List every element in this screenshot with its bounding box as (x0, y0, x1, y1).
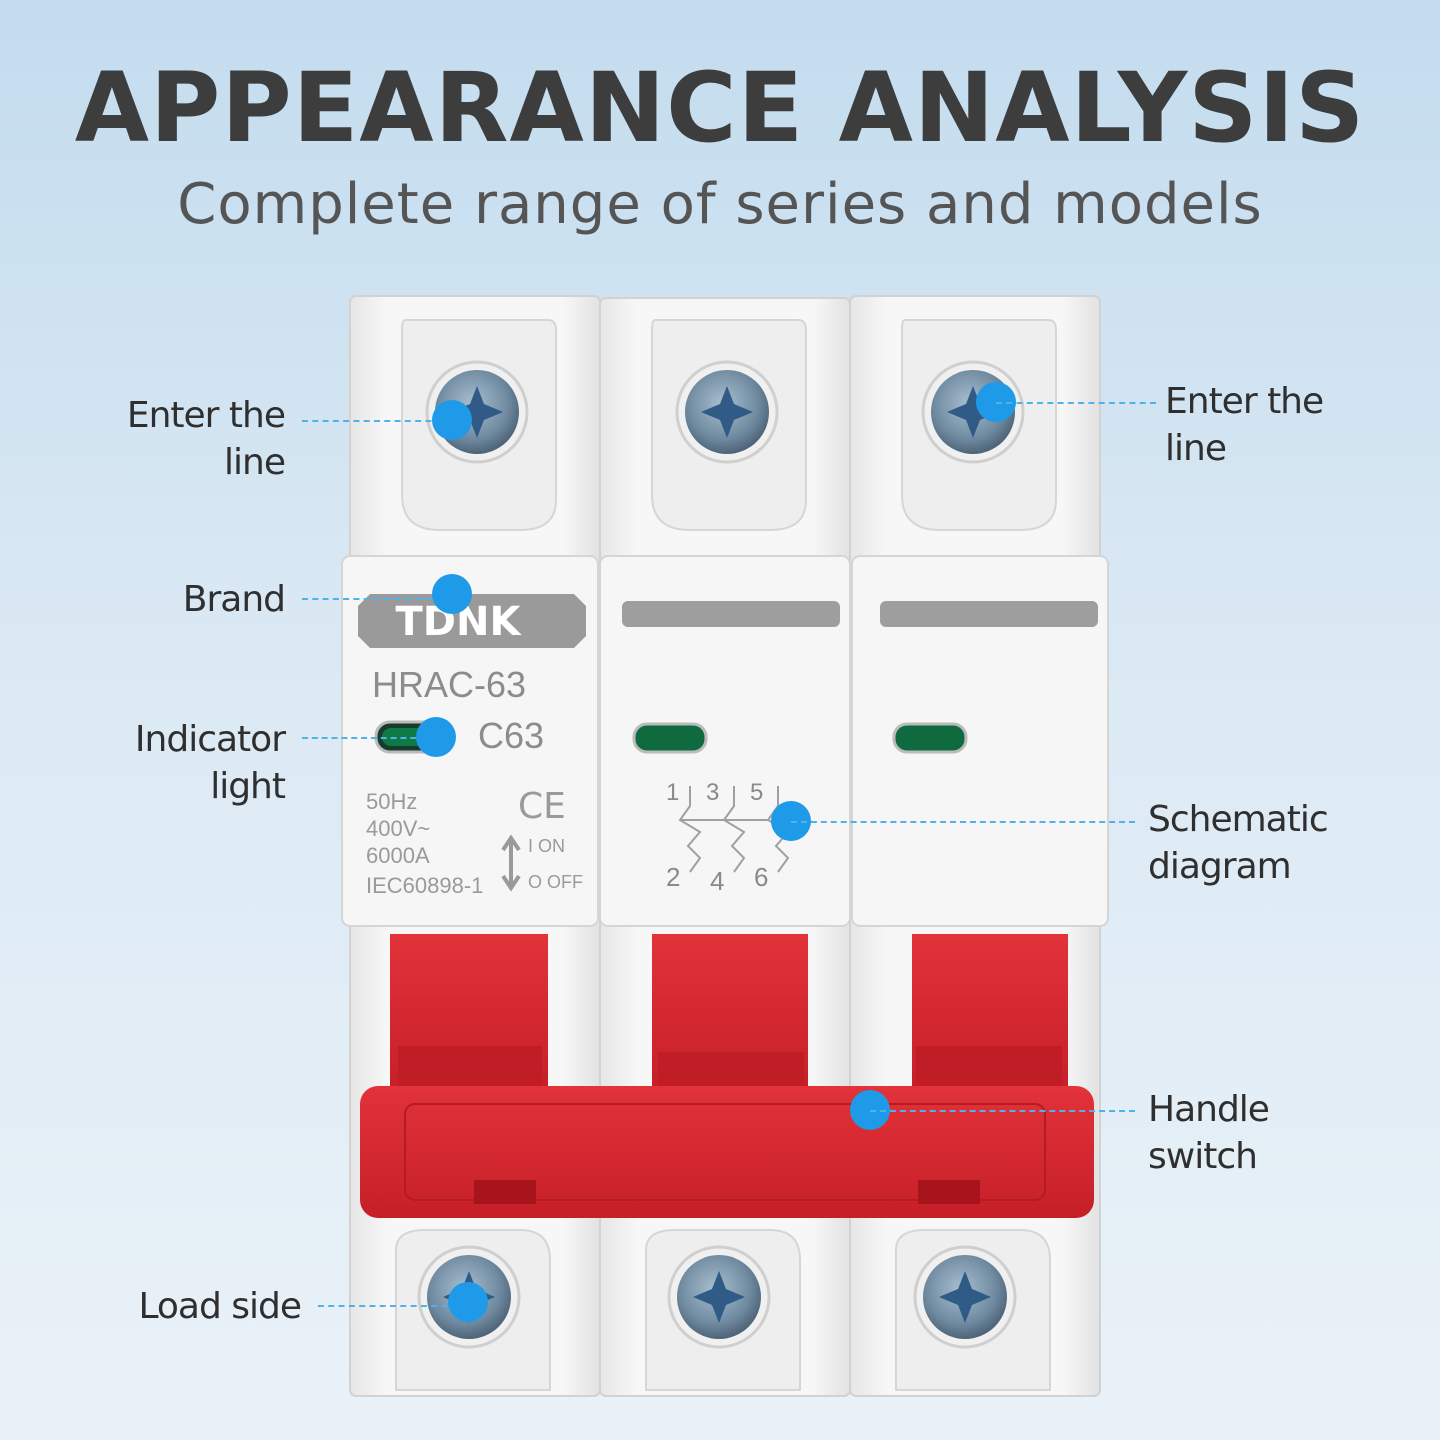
page-subtitle: Complete range of series and models (177, 172, 1263, 237)
callout-load-side: Load side (138, 1286, 302, 1327)
toggle-levers (390, 934, 1068, 1094)
label-bar-2 (622, 601, 840, 627)
svg-text:2: 2 (666, 862, 680, 892)
screw-bottom-3 (913, 1245, 1017, 1349)
marker-dot-enter-left (432, 400, 472, 440)
spec-standard: IEC60898-1 (366, 873, 483, 898)
callout-handle-switch: Handle switch (1148, 1089, 1270, 1177)
leader-line-enter-left (302, 420, 452, 422)
label-bar-3 (880, 601, 1098, 627)
svg-text:4: 4 (710, 866, 724, 896)
callout-schematic-diagram: Schematic diagram (1148, 799, 1329, 887)
leader-line-enter-right (996, 402, 1156, 404)
leader-line-handle (870, 1110, 1135, 1112)
indicator-light-2 (632, 722, 708, 754)
handle-switch (360, 1086, 1094, 1218)
spec-breaking-capacity: 6000A (366, 843, 430, 868)
leader-line-load (318, 1305, 468, 1307)
model-text: HRAC-63 (372, 664, 526, 705)
svg-text:1: 1 (666, 779, 679, 806)
marker-dot-load (448, 1282, 488, 1322)
page-title: APPEARANCE ANALYSIS (74, 52, 1366, 164)
switch-on-label: I ON (528, 836, 565, 856)
svg-text:6: 6 (754, 862, 768, 892)
screw-bottom-2 (667, 1245, 771, 1349)
schematic-diagram: 1 3 5 2 4 6 (666, 779, 790, 896)
svg-text:5: 5 (750, 779, 763, 806)
callout-enter-line-right: Enter the line (1165, 381, 1324, 469)
ce-mark: CE (518, 786, 566, 827)
brand-badge: TDNK (358, 594, 586, 648)
rating-text: C63 (478, 715, 544, 756)
leader-line-indicator (302, 737, 436, 739)
spec-frequency: 50Hz (366, 789, 417, 814)
leader-line-schematic (791, 821, 1135, 823)
front-panel (341, 555, 1109, 927)
screw-top-2 (675, 360, 779, 464)
callout-enter-line-left: Enter the line (126, 395, 286, 483)
spec-voltage: 400V~ (366, 816, 430, 841)
marker-dot-indicator (416, 717, 456, 757)
on-off-arrow-icon (501, 834, 521, 892)
callout-indicator-light: Indicator light (134, 719, 286, 807)
svg-text:3: 3 (706, 779, 719, 806)
indicator-light-3 (892, 722, 968, 754)
leader-line-brand (302, 598, 452, 600)
callout-brand: Brand (182, 579, 286, 620)
marker-dot-brand (432, 574, 472, 614)
switch-off-label: O OFF (528, 872, 583, 892)
